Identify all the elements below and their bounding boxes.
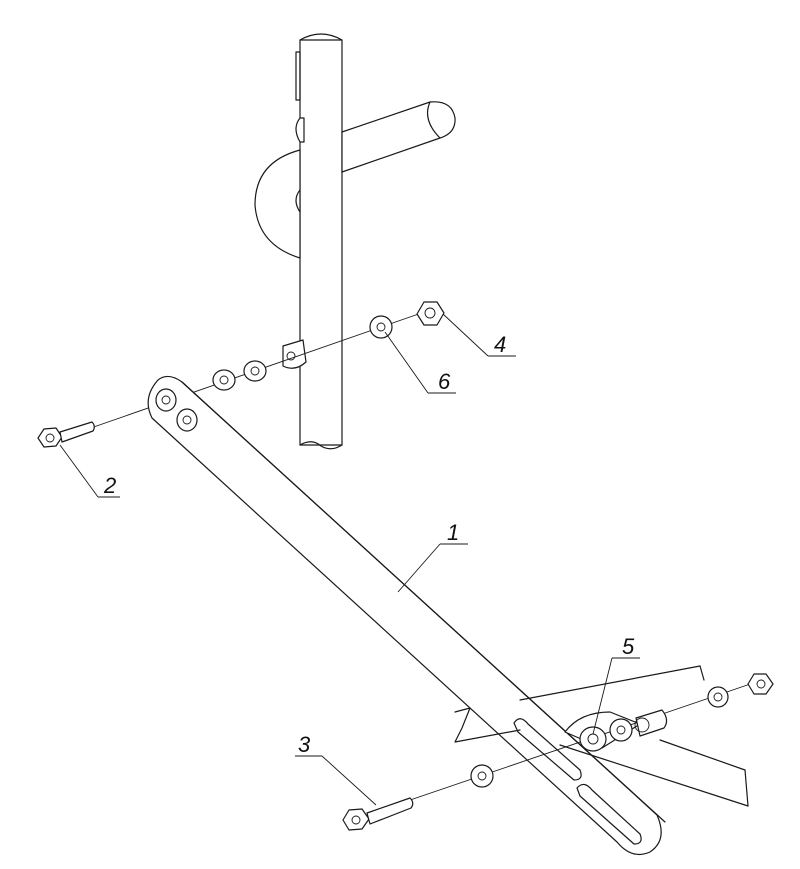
nut-4 xyxy=(416,301,445,326)
washer-6 xyxy=(369,315,393,339)
callout-3: 3 xyxy=(298,732,311,757)
bolt-2 xyxy=(37,421,95,448)
upper-washers xyxy=(212,315,393,391)
lower-washers xyxy=(470,673,774,788)
vertical-post xyxy=(295,33,343,450)
callout-2: 2 xyxy=(103,473,116,498)
leader-lines xyxy=(59,313,640,806)
lower-axis-line xyxy=(374,679,763,813)
callout-5: 5 xyxy=(622,634,635,659)
post-lower-bracket xyxy=(282,339,307,369)
horizontal-crossbar xyxy=(341,101,456,173)
callout-1: 1 xyxy=(447,520,459,545)
washer-5 xyxy=(579,726,607,752)
clamp-bracket xyxy=(254,117,305,259)
bolt-3 xyxy=(342,797,414,831)
callout-6: 6 xyxy=(438,369,451,394)
callouts: 1 2 3 4 5 6 xyxy=(103,332,635,757)
arm-1 xyxy=(147,375,666,855)
callout-4: 4 xyxy=(494,332,506,357)
